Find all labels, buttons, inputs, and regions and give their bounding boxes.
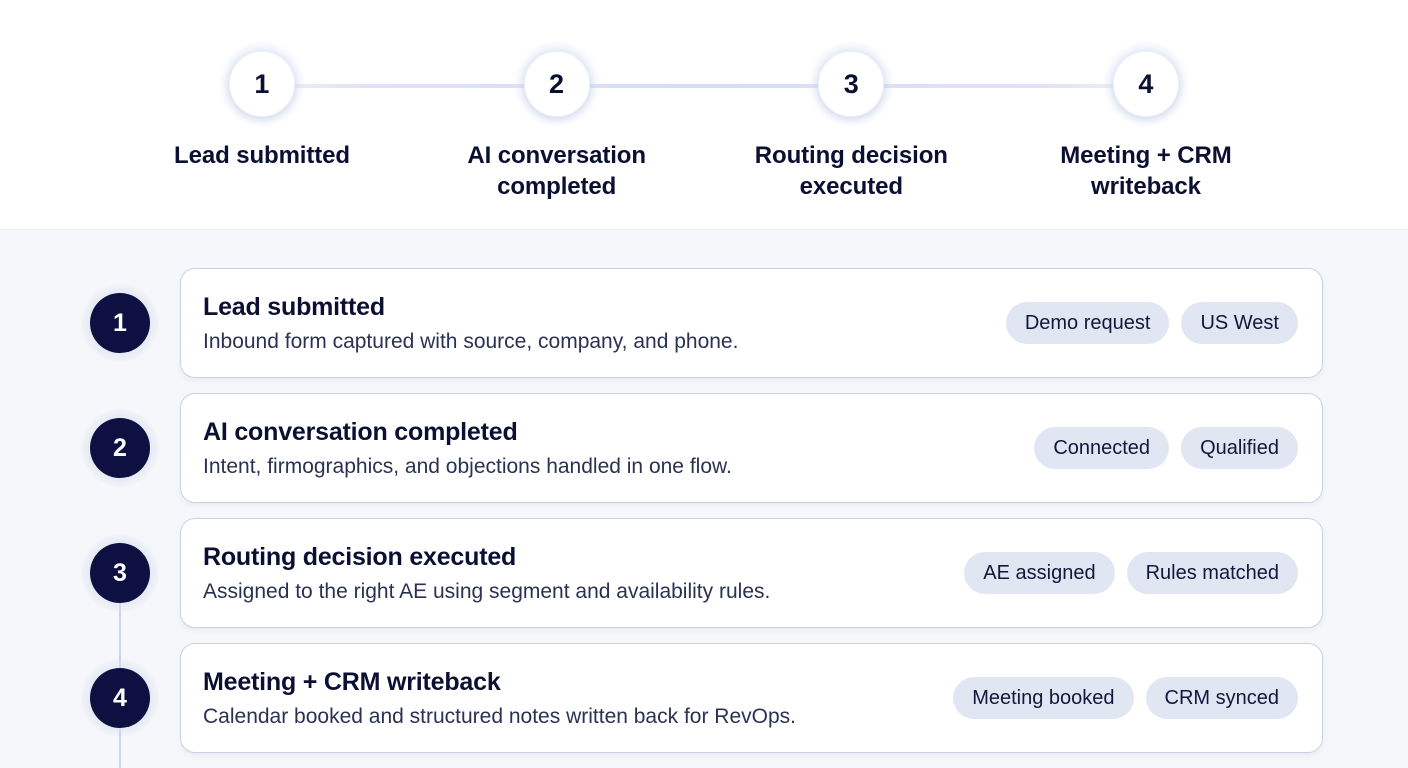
timeline-row[interactable]: 2 AI conversation completed Intent, firm… (0, 393, 1408, 503)
timeline-card-4[interactable]: Meeting + CRM writeback Calendar booked … (180, 643, 1323, 753)
stepper-steps: 1 Lead submitted 2 AI conversation compl… (154, 41, 1254, 202)
timeline-card-text-1: Lead submitted Inbound form captured wit… (203, 291, 738, 356)
timeline-card-text-3: Routing decision executed Assigned to th… (203, 541, 770, 606)
stepper-bubble-wrap-3: 3 (808, 41, 895, 127)
timeline-badge-2: 2 (90, 418, 150, 478)
status-badge: CRM synced (1145, 677, 1298, 719)
timeline-card-desc-3: Assigned to the right AE using segment a… (203, 579, 771, 603)
stepper-bubble-wrap-2: 2 (513, 41, 600, 127)
timeline-badge-wrap-3: 3 (81, 534, 159, 612)
timeline-badge-3: 3 (90, 543, 150, 603)
timeline-badge-wrap-1: 1 (81, 284, 159, 362)
timeline-card-tags-3: AE assigned Rules matched (964, 552, 1298, 594)
timeline-card-title-1: Lead submitted (203, 292, 385, 321)
stepper-number-3: 3 (818, 51, 885, 117)
timeline-badge-4: 4 (90, 668, 150, 728)
timeline-badge-wrap-4: 4 (81, 659, 159, 737)
timeline-section: 1 Lead submitted Inbound form captured w… (0, 230, 1408, 768)
status-badge: Rules matched (1126, 552, 1298, 594)
timeline-card-text-4: Meeting + CRM writeback Calendar booked … (203, 666, 796, 731)
stepper-bubble-wrap-1: 1 (219, 41, 305, 127)
status-badge: Meeting booked (953, 677, 1134, 719)
timeline-card-2[interactable]: AI conversation completed Intent, firmog… (180, 393, 1323, 503)
status-badge: Qualified (1181, 427, 1298, 469)
status-badge: Connected (1034, 427, 1170, 469)
stepper-step-4[interactable]: 4 Meeting + CRM writeback (1038, 41, 1254, 202)
timeline-rows: 1 Lead submitted Inbound form captured w… (0, 268, 1408, 753)
timeline-card-3[interactable]: Routing decision executed Assigned to th… (180, 518, 1323, 628)
timeline-card-text-2: AI conversation completed Intent, firmog… (203, 416, 732, 481)
timeline-row[interactable]: 1 Lead submitted Inbound form captured w… (0, 268, 1408, 378)
stepper-step-3[interactable]: 3 Routing decision executed (743, 41, 959, 202)
stepper-number-2: 2 (523, 51, 590, 117)
status-badge: AE assigned (964, 552, 1115, 594)
status-badge: Demo request (1005, 302, 1170, 344)
stepper-track-line (262, 84, 1146, 88)
timeline-card-desc-2: Intent, firmographics, and objections ha… (203, 454, 732, 478)
stepper-number-1: 1 (229, 51, 295, 117)
timeline-card-tags-2: Connected Qualified (1034, 427, 1298, 469)
stepper-band: 1 Lead submitted 2 AI conversation compl… (0, 0, 1408, 230)
timeline-row[interactable]: 4 Meeting + CRM writeback Calendar booke… (0, 643, 1408, 753)
timeline-card-title-3: Routing decision executed (203, 542, 517, 571)
timeline-badge-1: 1 (90, 293, 150, 353)
timeline-card-title-2: AI conversation completed (203, 417, 518, 446)
stepper-step-2[interactable]: 2 AI conversation completed (449, 41, 665, 202)
timeline-card-tags-1: Demo request US West (1005, 302, 1298, 344)
stepper-inner: 1 Lead submitted 2 AI conversation compl… (154, 0, 1254, 202)
timeline-card-desc-4: Calendar booked and structured notes wri… (203, 704, 796, 728)
stepper-label-3: Routing decision executed (754, 142, 948, 200)
stepper-label-1: Lead submitted (174, 142, 350, 169)
timeline-card-tags-4: Meeting booked CRM synced (953, 677, 1298, 719)
timeline-card-1[interactable]: Lead submitted Inbound form captured wit… (180, 268, 1323, 378)
stepper-label-4: Meeting + CRM writeback (1060, 142, 1232, 200)
timeline-badge-wrap-2: 2 (81, 409, 159, 487)
stepper-label-2: AI conversation completed (467, 142, 646, 200)
stepper-bubble-wrap-4: 4 (1102, 41, 1189, 127)
stepper-number-4: 4 (1112, 51, 1179, 117)
stepper-step-1[interactable]: 1 Lead submitted (154, 41, 370, 171)
timeline-card-title-4: Meeting + CRM writeback (203, 667, 501, 696)
status-badge: US West (1181, 302, 1298, 344)
timeline-row[interactable]: 3 Routing decision executed Assigned to … (0, 518, 1408, 628)
timeline-card-desc-1: Inbound form captured with source, compa… (203, 329, 739, 353)
